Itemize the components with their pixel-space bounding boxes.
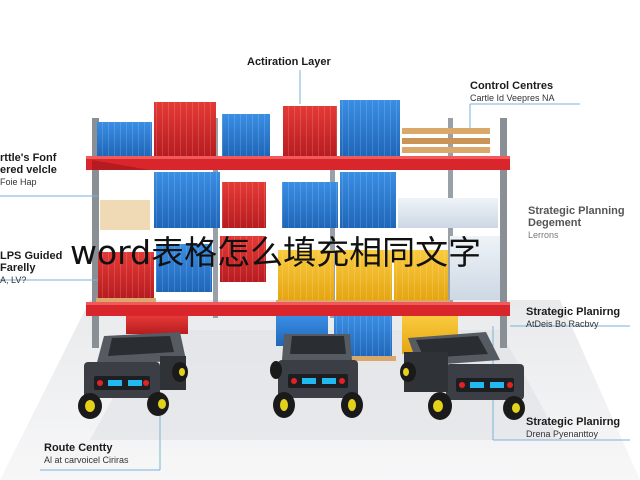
label-title: Strategic Planirng	[526, 416, 621, 428]
rack-upright	[500, 118, 507, 348]
label-control-centres: Control Centres Cartle Id Veepres NA	[470, 80, 555, 103]
label-strategic-faint: Strategic Planning Degement Lerrons	[528, 205, 625, 240]
label-title-line2: Farelly	[0, 262, 36, 274]
shelf-beam-top	[86, 156, 510, 170]
label-strategic-bottom: Strategic Planirng Drena Pyenanttoy	[526, 416, 620, 439]
label-subtitle: AtDeis Bo Racbvy	[526, 319, 599, 329]
robot-icon	[270, 334, 363, 418]
label-subtitle: Lerrons	[528, 230, 559, 240]
label-title: Strategic Planirng	[526, 306, 621, 318]
label-left-top: rttle's Fonf ered velcle Foie Hap	[0, 152, 57, 187]
robot-icon	[78, 332, 188, 419]
label-subtitle: Drena Pyenanttoy	[526, 429, 599, 439]
label-gps-guided: LPS Guided Farelly A, LV?	[0, 250, 62, 285]
top-shelf-crates	[97, 100, 490, 156]
label-strategic-mid: Strategic Planirng AtDeis Bo Racbvy	[526, 306, 620, 329]
label-title: Strategic Planning	[528, 205, 625, 217]
label-title: rttle's Fonf	[0, 152, 57, 164]
rack-upright	[92, 118, 99, 348]
label-title-line2: Degement	[528, 217, 582, 229]
label-subtitle: A, LV?	[0, 275, 27, 285]
label-title: Route Centty	[44, 442, 113, 454]
middle-shelf-crates	[100, 172, 498, 230]
overlay-title: word表格怎么填充相同文字	[70, 233, 482, 272]
label-subtitle: Foie Hap	[0, 177, 37, 187]
label-title: Actiration Layer	[247, 56, 331, 68]
label-title: LPS Guided	[0, 250, 63, 262]
robot-icon	[400, 332, 525, 420]
label-title-line2: ered velcle	[0, 164, 57, 176]
label-title: Control Centres	[470, 80, 554, 92]
label-route-centy: Route Centty Al at carvoicel Ciriras	[44, 442, 129, 465]
label-activation-layer: Actiration Layer	[247, 56, 331, 68]
shelf-beam-middle	[86, 302, 510, 316]
label-subtitle: Cartle Id Veepres NA	[470, 93, 555, 103]
label-subtitle: Al at carvoicel Ciriras	[44, 455, 129, 465]
